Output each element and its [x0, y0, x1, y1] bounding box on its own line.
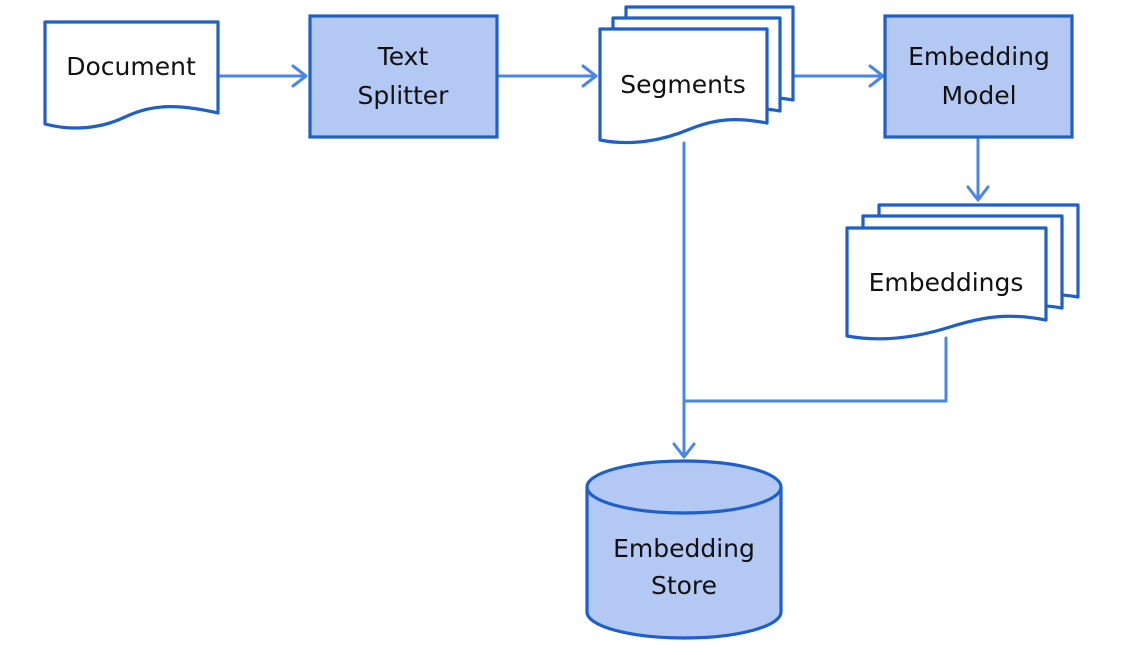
- document-node: Document: [43, 20, 220, 130]
- arrowhead-splitter: [291, 64, 308, 88]
- arrowhead-store: [672, 442, 696, 459]
- document-shape: [43, 20, 220, 130]
- embeddings-shape-front: [845, 226, 1048, 341]
- text-splitter-label-line1: Text: [377, 42, 429, 71]
- embedding-store-body: [585, 487, 783, 640]
- arrowhead-model: [868, 64, 885, 88]
- embedding-model-box: [883, 14, 1074, 139]
- document-label: Document: [66, 52, 196, 81]
- embedding-store-label-line2: Store: [651, 571, 717, 600]
- embedding-store-label-line1: Embedding: [613, 534, 755, 563]
- embedding-model-node: Embedding Model: [883, 14, 1074, 139]
- embedding-store-top: [585, 459, 783, 515]
- segments-shape-front: [598, 27, 769, 145]
- segments-label: Segments: [620, 70, 746, 99]
- text-splitter-box: [308, 14, 499, 139]
- edge-embeddings-to-store: [682, 336, 948, 403]
- connectors: [217, 64, 990, 459]
- arrowhead-segments: [581, 64, 598, 88]
- segments-node: Segments: [598, 5, 795, 145]
- text-splitter-node: Text Splitter: [308, 14, 499, 139]
- embedding-store-node: Embedding Store: [585, 459, 783, 640]
- embeddings-node: Embeddings: [845, 203, 1080, 341]
- embedding-model-label-line1: Embedding: [908, 42, 1050, 71]
- text-splitter-label-line2: Splitter: [358, 81, 450, 110]
- arrowhead-embeddings: [966, 185, 990, 202]
- embedding-model-label-line2: Model: [941, 81, 1016, 110]
- embeddings-label: Embeddings: [869, 268, 1024, 297]
